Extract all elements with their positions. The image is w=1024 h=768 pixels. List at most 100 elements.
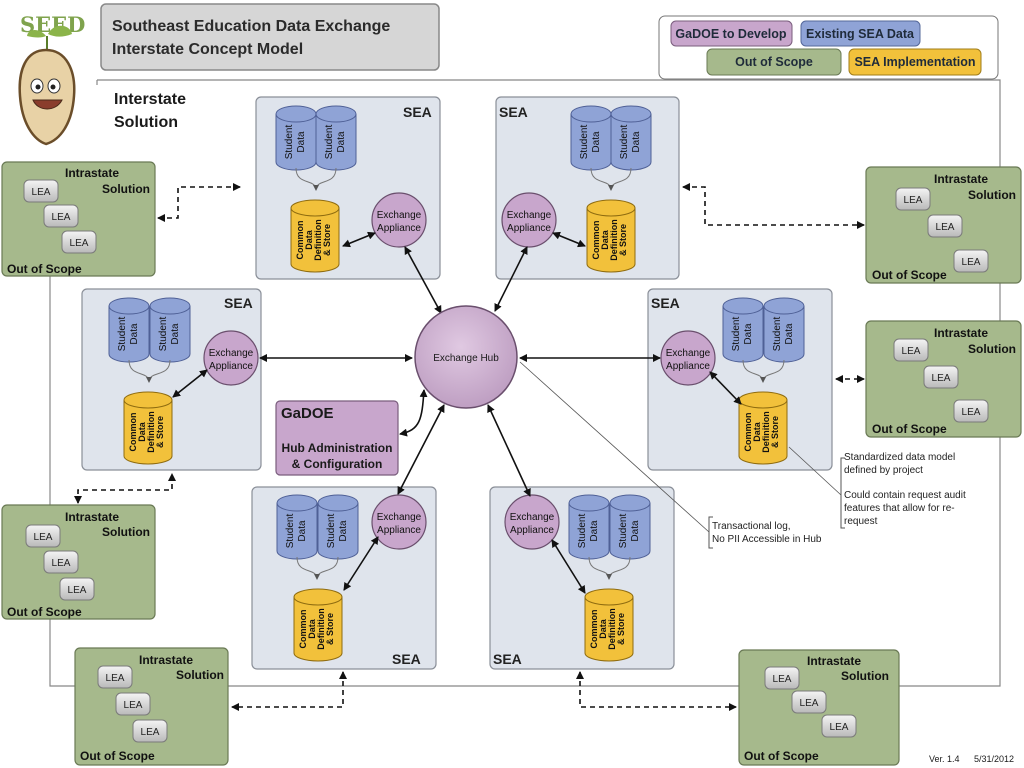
intrastate-link (231, 671, 347, 711)
lea-label: LEA (962, 257, 981, 268)
appliance-hub-arrow (397, 404, 445, 495)
student-data-label: Data (170, 323, 181, 345)
gadoe-box: GaDOE Hub Administration & Configuration (275, 400, 399, 476)
note-log-1: Transactional log, (712, 521, 791, 532)
student-data-label: Student (579, 125, 590, 160)
legend: GaDOE to Develop Existing SEA Data Out o… (658, 15, 999, 80)
student-data-label: Data (630, 520, 641, 542)
lea-node: LEA (115, 692, 151, 716)
lea-node: LEA (821, 714, 857, 738)
common-data-label: & Store (618, 224, 628, 256)
lea-label: LEA (124, 700, 143, 711)
common-data-label: Common (591, 221, 601, 260)
common-data-label: Definition (609, 219, 619, 261)
gadoe-title: GaDOE (281, 405, 334, 422)
student-data-label: Student (326, 514, 337, 549)
note-audit-2: features that allow for re- (844, 503, 955, 514)
lea-node: LEA (953, 399, 989, 423)
student-data-label: Student (577, 514, 588, 549)
legend-gadoe-swatch (670, 20, 793, 47)
lea-label: LEA (141, 727, 160, 738)
legend-existing-swatch (800, 20, 921, 47)
common-data-label: Common (589, 610, 599, 649)
intrastate-label-line1: Intrastate (807, 654, 861, 668)
intrastate-link (74, 473, 176, 504)
out-of-scope-label: Out of Scope (872, 422, 947, 436)
intrastate-label-line1: Intrastate (139, 653, 193, 667)
common-data-label: Data (304, 229, 314, 250)
appliance-hub-arrow (494, 246, 528, 312)
appliance-label: Appliance (507, 223, 551, 234)
student-data-label: Student (117, 317, 128, 352)
gadoe-hub-arrow (399, 389, 428, 437)
merge-arrow (590, 167, 632, 190)
lea-label: LEA (962, 407, 981, 418)
date-label: 5/31/2012 (974, 754, 1014, 764)
lea-node: LEA (132, 719, 168, 743)
seed-logo: SEED (18, 12, 85, 146)
out-of-scope-label: Out of Scope (7, 605, 82, 619)
lea-node: LEA (953, 249, 989, 273)
merge-arrow (296, 556, 339, 579)
lea-label: LEA (106, 673, 125, 684)
appliance-label: Exchange (377, 210, 422, 221)
sea-label: SEA (499, 104, 528, 120)
lea-node: LEA (923, 365, 959, 389)
exchange-hub-label: Exchange Hub (433, 353, 499, 364)
common-data-label: & Store (322, 224, 332, 256)
intrastate-label-line2: Solution (968, 342, 1016, 356)
student-data-label: Data (129, 323, 140, 345)
appliance-store-arrow (172, 369, 208, 398)
common-data-label: Data (752, 421, 762, 442)
lea-label: LEA (902, 346, 921, 357)
student-data-label: Data (338, 520, 349, 542)
common-data-label: Common (743, 413, 753, 452)
appliance-label: Exchange (666, 348, 711, 359)
lea-label: LEA (70, 238, 89, 249)
header: Southeast Education Data Exchange Inters… (100, 3, 440, 71)
common-data-label: Data (598, 618, 608, 639)
merge-arrow (295, 167, 337, 190)
appliance-store-arrow (551, 539, 586, 594)
diagram-title-line2: Interstate Concept Model (112, 41, 303, 58)
student-data-label: Student (619, 125, 630, 160)
lea-node: LEA (61, 230, 97, 254)
lea-node: LEA (927, 214, 963, 238)
common-data-label: Definition (761, 411, 771, 453)
note-standardized-1: Standardized data model (844, 452, 955, 463)
appliance-store-arrow (552, 231, 586, 248)
lea-label: LEA (34, 532, 53, 543)
lea-label: LEA (32, 187, 51, 198)
student-data-label: Student (731, 317, 742, 352)
lea-label: LEA (773, 674, 792, 685)
common-data-label: & Store (325, 613, 335, 645)
appliance-store-arrow (709, 371, 742, 405)
gadoe-line1: Hub Administration (282, 441, 393, 455)
common-data-label: Data (600, 229, 610, 250)
appliance-label: Exchange (209, 348, 254, 359)
out-of-scope-label: Out of Scope (872, 268, 947, 282)
student-data-label: Student (284, 125, 295, 160)
common-data-label: Common (128, 413, 138, 452)
lea-node: LEA (43, 204, 79, 228)
intrastate-label-line1: Intrastate (934, 326, 988, 340)
student-data-label: Data (591, 131, 602, 153)
student-data-label: Data (296, 131, 307, 153)
lea-node: LEA (25, 524, 61, 548)
